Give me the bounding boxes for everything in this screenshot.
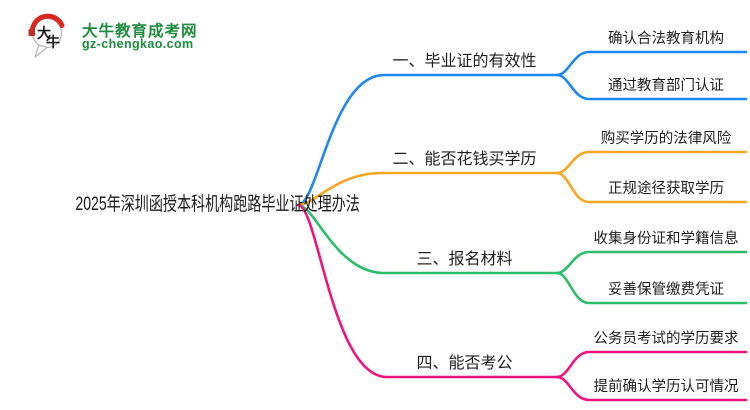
branch4-connector-line <box>296 203 559 379</box>
branch3-connector-line <box>296 203 559 275</box>
branch2-child2-connector-line <box>555 171 748 204</box>
svg-text:大: 大 <box>37 25 51 42</box>
site-url: gz-chengkao.com <box>82 37 194 51</box>
branch1-connector-line <box>296 73 559 207</box>
branch1-child1-connector-line <box>555 50 748 77</box>
branch4-child2-connector-line <box>555 375 748 402</box>
branch1-label[interactable]: 一、毕业证的有效性 <box>392 53 537 70</box>
branch3-child1-label[interactable]: 收集身份证和学籍信息 <box>593 231 739 247</box>
svg-text:牛: 牛 <box>46 34 60 51</box>
branch3-child2-connector-line <box>555 271 748 305</box>
branch2-connector-line <box>296 171 559 207</box>
site-name: 大牛教育成考网 <box>82 23 198 40</box>
branch1-child2-connector-line <box>555 73 748 101</box>
central-topic-node[interactable]: 2025年深圳函授本科机构跑路毕业证处理办法 <box>75 194 360 215</box>
branch3-child1-connector-line <box>555 250 748 275</box>
branch4-child2-label[interactable]: 提前确认学历认可情况 <box>593 379 739 395</box>
branch3-child2-label[interactable]: 妥善保管缴费凭证 <box>608 282 724 298</box>
branch4-child1-label[interactable]: 公务员考试的学历要求 <box>593 331 739 347</box>
daniu-logo-icon: 大 牛 <box>28 13 65 58</box>
branch1-child1-label[interactable]: 确认合法教育机构 <box>608 31 724 47</box>
branch2-child1-connector-line <box>555 150 748 175</box>
branch2-child1-label[interactable]: 购买学历的法律风险 <box>600 131 732 147</box>
branch3-label[interactable]: 三、报名材料 <box>416 251 513 268</box>
branch1-child2-label[interactable]: 通过教育部门认证 <box>608 78 724 94</box>
branch2-label[interactable]: 二、能否花钱买学历 <box>392 151 537 168</box>
branch4-label[interactable]: 四、能否考公 <box>416 355 513 372</box>
site-logo[interactable]: 大 牛 大牛教育成考网 gz-chengkao.com <box>26 6 206 64</box>
branch4-child1-connector-line <box>555 350 748 379</box>
branch2-child2-label[interactable]: 正规途径获取学历 <box>608 181 724 197</box>
